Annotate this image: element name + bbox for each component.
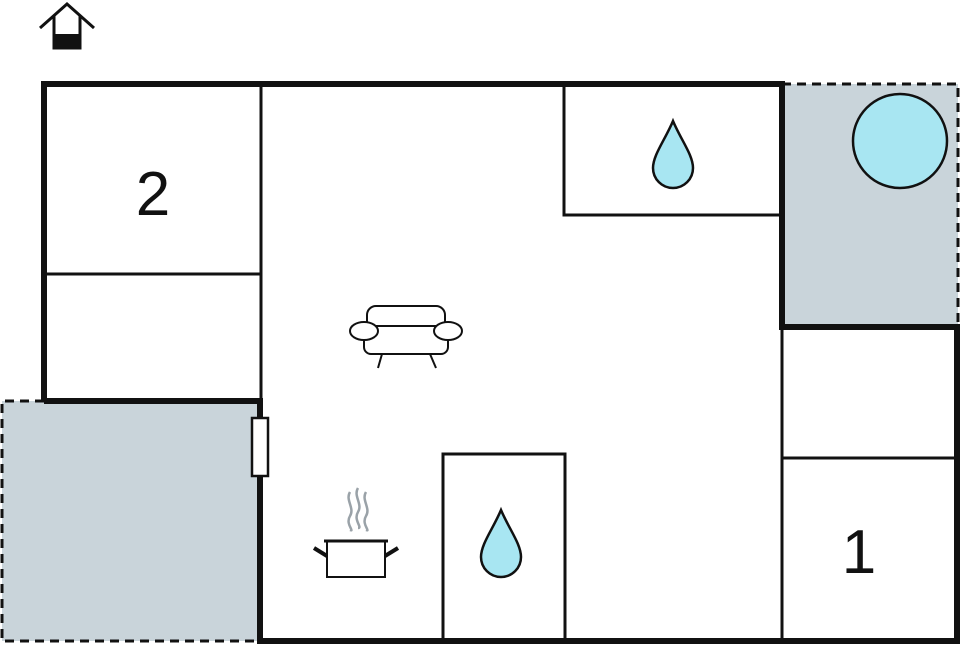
terrace-bottom-left bbox=[0, 399, 260, 643]
house-icon bbox=[39, 1, 95, 50]
interior-walls bbox=[44, 84, 957, 641]
water-drop-icon bbox=[479, 506, 523, 579]
outer-walls bbox=[41, 81, 960, 644]
room-number-2: 2 bbox=[136, 160, 170, 229]
sofa-icon bbox=[349, 305, 463, 369]
cooking-pot-icon bbox=[312, 487, 400, 578]
room-number-1: 1 bbox=[842, 518, 876, 587]
window bbox=[250, 416, 270, 478]
water-drop-icon bbox=[651, 117, 695, 190]
hot-tub-icon bbox=[851, 92, 949, 190]
steam-icon bbox=[347, 487, 369, 532]
